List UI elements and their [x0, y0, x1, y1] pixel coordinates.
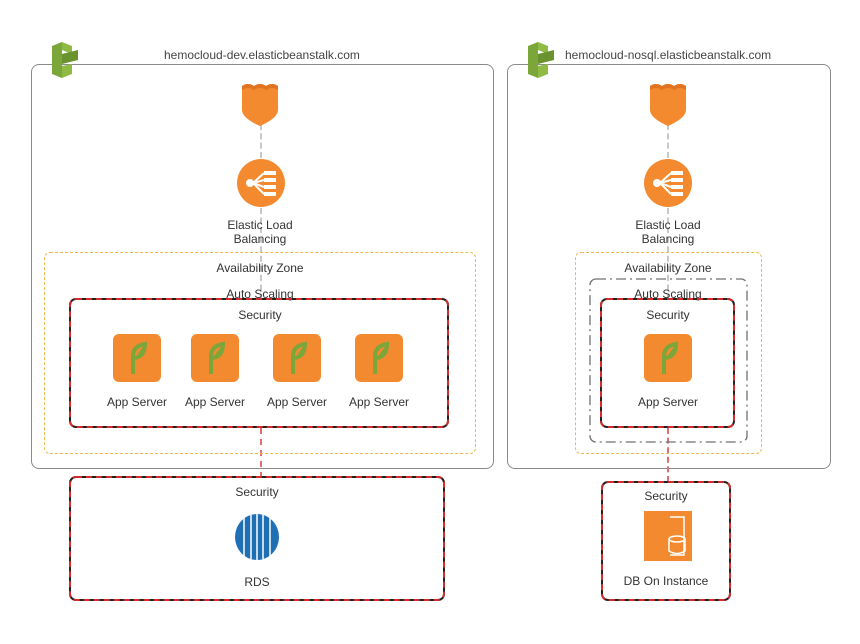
app-server-label: App Server: [348, 395, 410, 409]
connector-line: [667, 208, 669, 300]
app-server-icon: [273, 334, 321, 382]
availability-zone-box: [44, 252, 476, 454]
app-server-icon: [644, 334, 692, 382]
db-security-label: Security: [235, 485, 279, 499]
app-server-label: App Server: [184, 395, 246, 409]
connector-line-db: [667, 428, 669, 482]
shield-icon: [642, 80, 694, 128]
app-server-icon: [355, 334, 403, 382]
db-security-group-box: [601, 481, 731, 601]
load-balancer-icon: [236, 158, 286, 208]
app-server-label: App Server: [266, 395, 328, 409]
security-group-box: [69, 298, 449, 428]
availability-zone-label: Availability Zone: [216, 261, 304, 275]
auto-scaling-group-box: [589, 278, 749, 444]
app-server-label: App Server: [637, 395, 699, 409]
security-label: Security: [238, 308, 282, 322]
security-group-box: [600, 298, 735, 428]
shield-icon: [234, 80, 286, 128]
app-server-icon: [191, 334, 239, 382]
db-instance-icon: [644, 511, 692, 561]
connector-line: [260, 124, 262, 158]
rds-label: RDS: [244, 575, 270, 589]
db-security-label: Security: [644, 489, 688, 503]
db-security-group-box: [69, 476, 445, 601]
environment-domain-nosql: hemocloud-nosql.elasticbeanstalk.com: [565, 48, 772, 62]
environment-box-dev: [31, 64, 494, 469]
beanstalk-logo-icon: [524, 40, 560, 80]
beanstalk-logo-icon: [48, 40, 84, 80]
app-server-icon: [113, 334, 161, 382]
availability-zone-box: [575, 252, 762, 454]
auto-scaling-label: Auto Scaling: [634, 287, 702, 301]
elb-label: Elastic Load Balancing: [227, 218, 293, 246]
availability-zone-label: Availability Zone: [624, 261, 712, 275]
auto-scaling-label: Auto Scaling: [226, 287, 294, 301]
environment-box-nosql: [507, 64, 831, 469]
db-instance-label: DB On Instance: [623, 574, 709, 588]
app-server-label: App Server: [106, 395, 168, 409]
connector-line: [260, 208, 262, 300]
elb-label: Elastic Load Balancing: [635, 218, 701, 246]
rds-database-icon: [234, 513, 280, 561]
security-label: Security: [646, 308, 690, 322]
connector-line: [667, 124, 669, 158]
environment-domain-dev: hemocloud-dev.elasticbeanstalk.com: [164, 48, 360, 62]
load-balancer-icon: [643, 158, 693, 208]
